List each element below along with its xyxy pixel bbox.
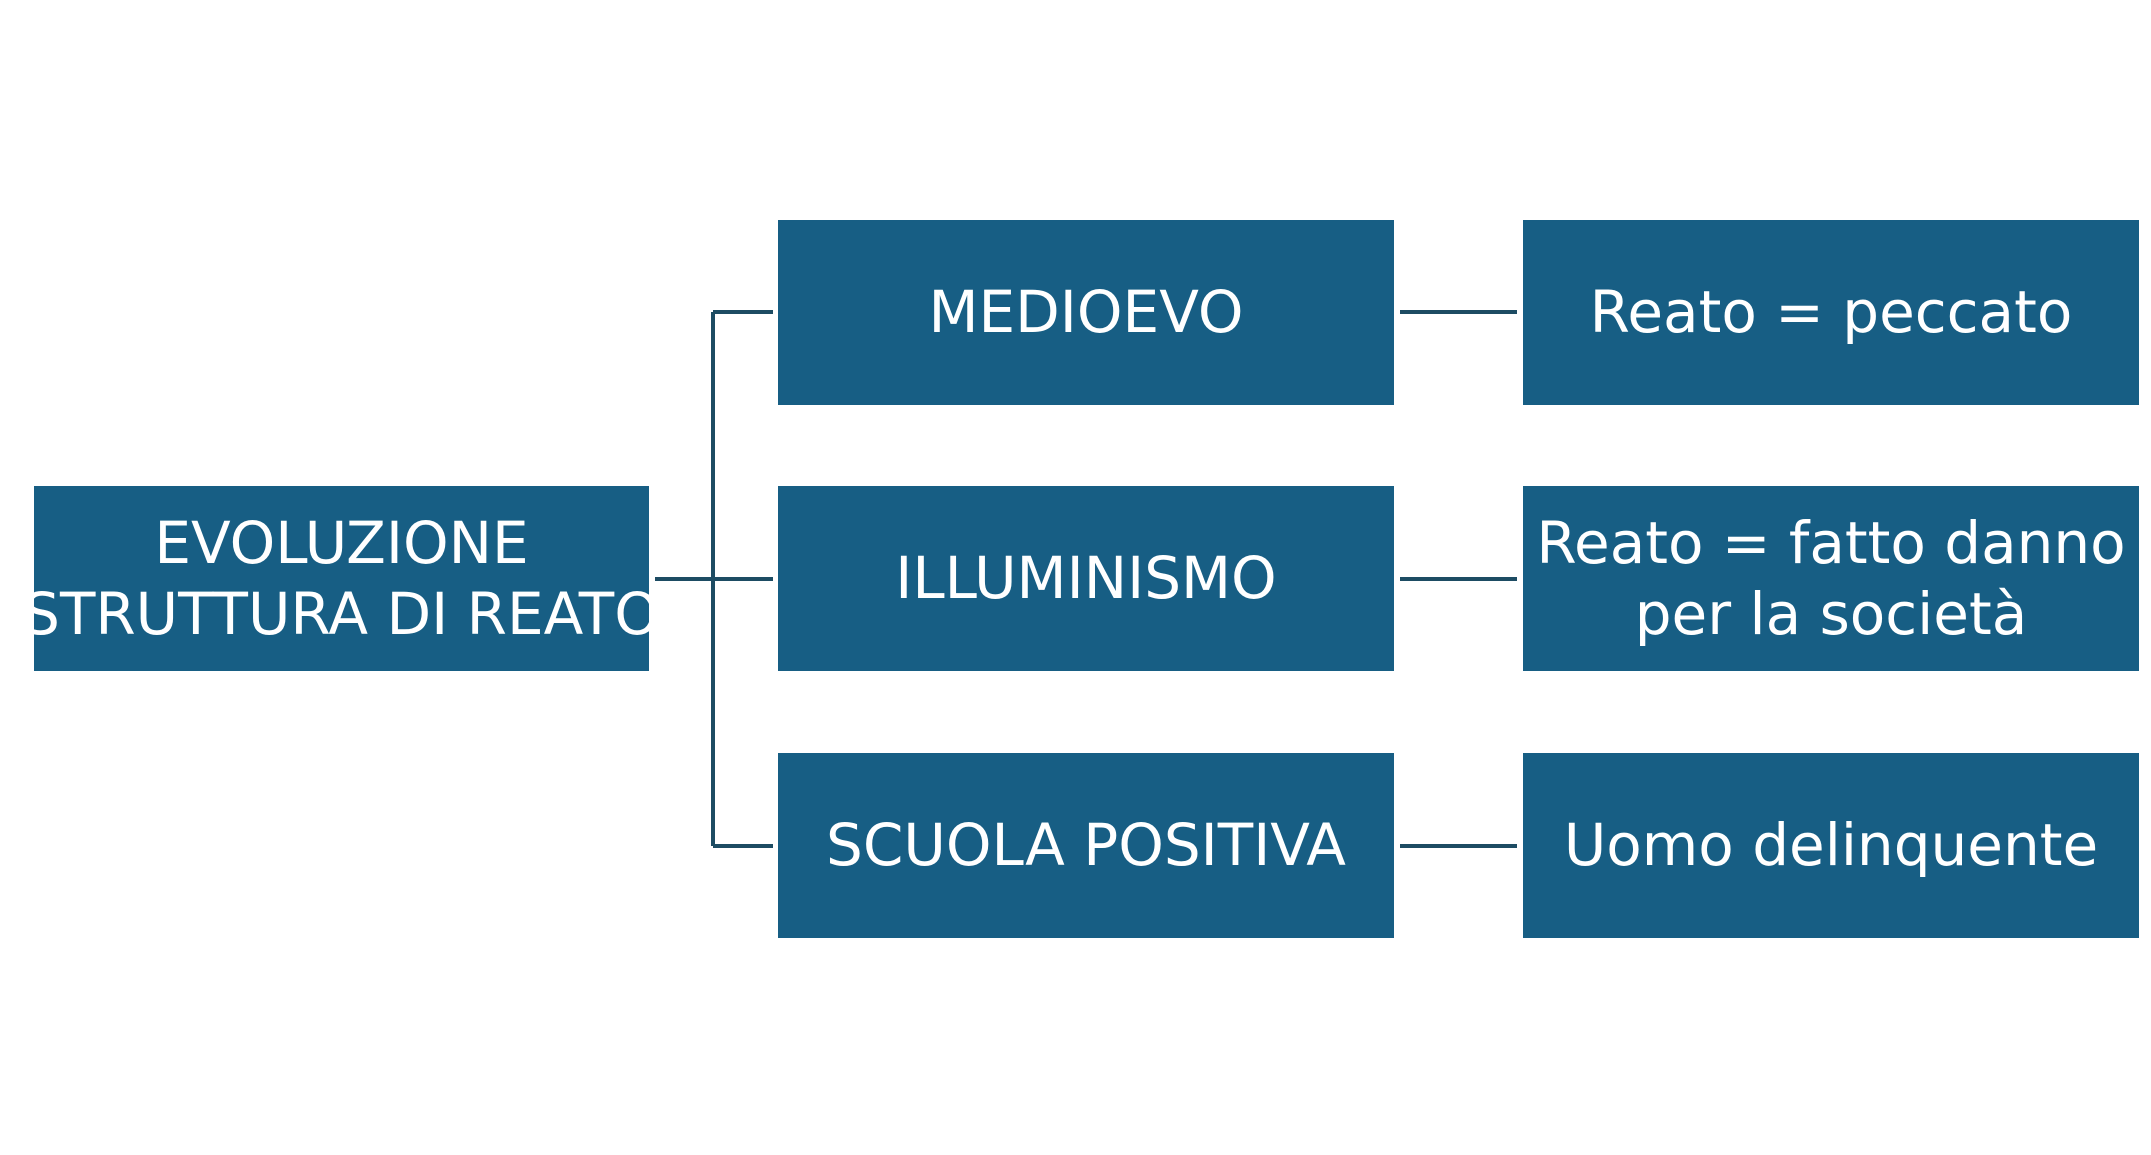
root-line-1: EVOLUZIONE — [154, 508, 529, 577]
definition-text: Reato = peccato — [1590, 277, 2073, 348]
root-node: EVOLUZIONE STRUTTURA DI REATO — [23, 486, 660, 671]
era-node-scuola-positiva: SCUOLA POSITIVA — [778, 753, 1394, 938]
era-label: SCUOLA POSITIVA — [826, 811, 1346, 880]
definition-line: Reato = peccato — [1589, 278, 2073, 347]
definition-text: Uomo delinquente — [1564, 810, 2098, 881]
era-label: ILLUMINISMO — [895, 544, 1277, 613]
definition-line: per la società — [1634, 579, 2028, 648]
definition-text: Reato = fatto danno per la società — [1536, 508, 2125, 650]
definition-node-medioevo: Reato = peccato — [1523, 220, 2139, 405]
era-label: MEDIOEVO — [928, 278, 1244, 347]
root-node-text: EVOLUZIONE STRUTTURA DI REATO — [23, 508, 660, 650]
era-node-illuminismo: ILLUMINISMO — [778, 486, 1394, 671]
definition-node-scuola-positiva: Uomo delinquente — [1523, 753, 2139, 938]
era-node-medioevo: MEDIOEVO — [778, 220, 1394, 405]
root-line-2: STRUTTURA DI REATO — [23, 579, 660, 648]
definition-line: Reato = fatto danno — [1536, 508, 2126, 577]
definition-node-illuminismo: Reato = fatto danno per la società — [1523, 486, 2139, 671]
definition-line: Uomo delinquente — [1563, 811, 2099, 880]
